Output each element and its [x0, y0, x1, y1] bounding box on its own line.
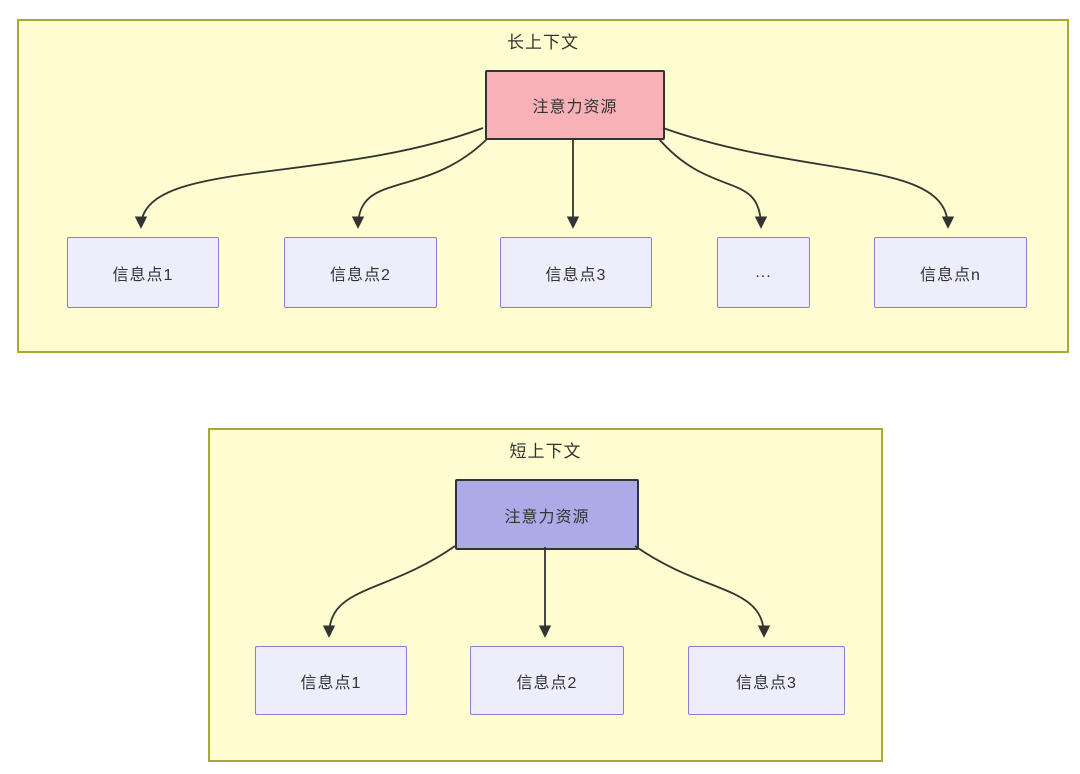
long-attention-node: 注意力资源 [485, 70, 665, 140]
long-info-node-ellipsis: ... [717, 237, 810, 308]
short-context-title: 短上下文 [509, 442, 582, 461]
long-context-title: 长上下文 [507, 33, 579, 52]
long-info-node-2: 信息点2 [284, 237, 437, 308]
long-context-panel: 长上下文 注意力资源 信息点1 信息点2 信息点3 ... 信息点n [17, 19, 1069, 353]
short-info-node-2: 信息点2 [470, 646, 624, 715]
short-context-panel: 短上下文 注意力资源 信息点1 信息点2 信息点3 [208, 428, 883, 762]
long-info-node-1: 信息点1 [67, 237, 219, 308]
long-info-node-3: 信息点3 [500, 237, 652, 308]
short-info-node-1: 信息点1 [255, 646, 407, 715]
long-info-node-n: 信息点n [874, 237, 1027, 308]
short-info-node-3: 信息点3 [688, 646, 845, 715]
short-attention-node: 注意力资源 [455, 479, 639, 550]
